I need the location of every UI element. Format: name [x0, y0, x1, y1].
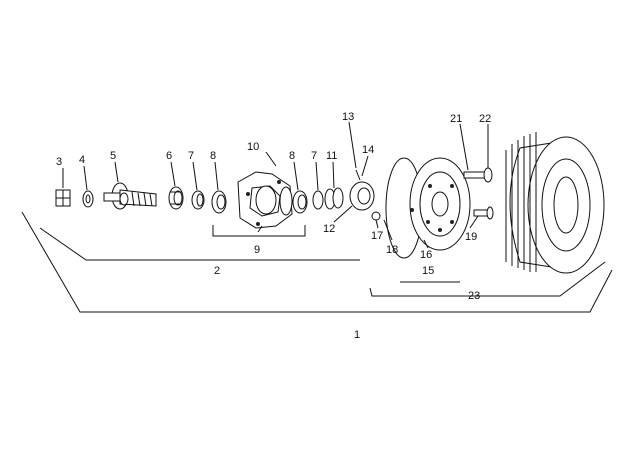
hex-nut — [55, 189, 71, 207]
callout-7b: 7 — [311, 150, 317, 162]
seal — [191, 190, 205, 210]
assembly-bracket-9 — [212, 225, 306, 237]
callout-11: 11 — [326, 150, 337, 162]
callout-8: 8 — [210, 150, 216, 162]
assembly-bracket-1 — [21, 211, 613, 313]
washer — [82, 190, 94, 208]
callout-16: 16 — [420, 249, 432, 261]
bearing-race — [211, 190, 227, 214]
bearing-cone — [168, 186, 184, 210]
hub — [237, 171, 293, 229]
callout-22: 22 — [479, 113, 491, 125]
callout-6: 6 — [166, 150, 172, 162]
callout-10: 10 — [247, 141, 259, 153]
bearing-race-2 — [292, 190, 308, 214]
callout-4: 4 — [79, 154, 85, 166]
assembly-bracket-2 — [39, 227, 360, 261]
tire — [505, 132, 605, 274]
callout-15: 15 — [422, 265, 434, 277]
callout-1: 1 — [354, 329, 360, 341]
leader-lines — [62, 121, 489, 249]
wheel-rim — [385, 157, 471, 259]
callout-18: 18 — [386, 244, 398, 256]
cotter-pin — [355, 169, 361, 181]
callout-23: 23 — [468, 290, 480, 302]
callout-17: 17 — [371, 230, 383, 242]
callout-5: 5 — [110, 150, 116, 162]
callout-7: 7 — [188, 150, 194, 162]
callout-13: 13 — [342, 111, 354, 123]
valve-stem — [463, 167, 493, 183]
lug-bolt — [473, 206, 494, 220]
hub-adapter — [349, 181, 381, 221]
seal-2 — [312, 187, 344, 210]
callout-19: 19 — [465, 231, 477, 243]
callout-14: 14 — [362, 144, 374, 156]
callout-3: 3 — [56, 156, 62, 168]
assembly-bracket-23 — [369, 261, 606, 297]
callout-21: 21 — [450, 113, 462, 125]
callout-labels: 3 4 5 6 7 8 10 8 7 11 13 14 12 9 17 18 1… — [56, 111, 491, 341]
callout-2: 2 — [214, 265, 220, 277]
callout-12: 12 — [323, 223, 335, 235]
callout-8b: 8 — [289, 150, 295, 162]
spindle-axle — [103, 182, 157, 210]
callout-9: 9 — [254, 244, 260, 256]
